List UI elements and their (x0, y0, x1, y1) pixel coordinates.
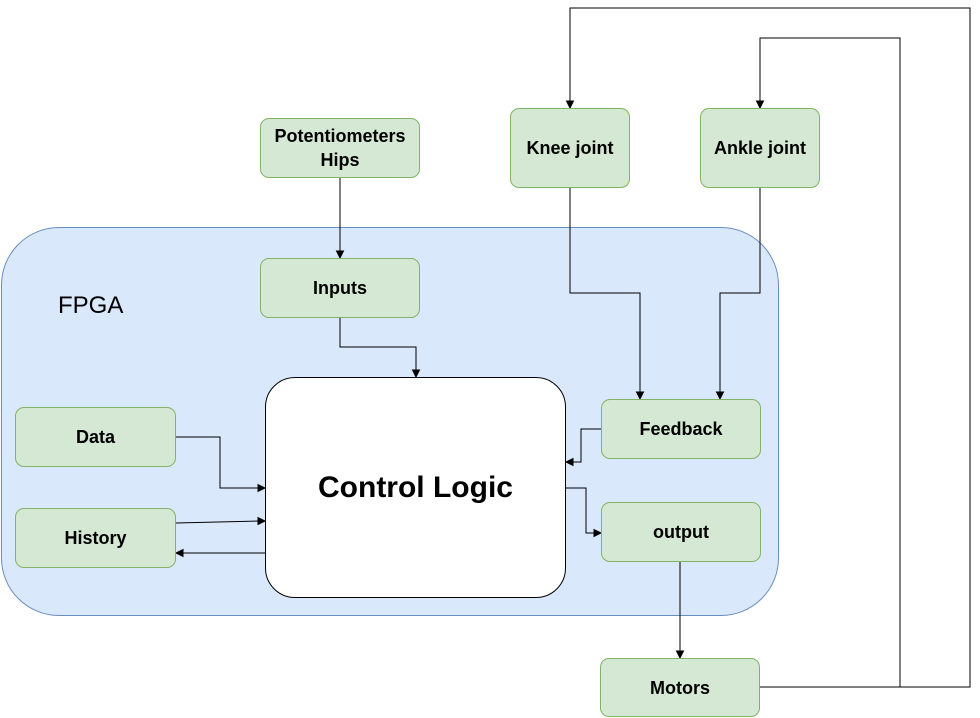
potentiometers-hips-node: Potentiometers Hips (260, 118, 420, 178)
data-label: Data (75, 427, 115, 447)
edge-history-to-control (175, 516, 267, 526)
data-node: Data (15, 407, 176, 467)
hips-label: Hips (320, 150, 360, 170)
feedback-node: Feedback (601, 399, 761, 459)
inputs-node: Inputs (260, 258, 420, 318)
motors-label: Motors (650, 677, 710, 698)
edge-knee-to-feedback (569, 188, 645, 401)
edge-data-to-control (176, 436, 267, 493)
history-node: History (15, 508, 176, 568)
edge-ankle-to-feedback (715, 188, 761, 401)
potentiometers-label: Potentiometers (274, 126, 406, 146)
edge-motors-to-ankle (755, 37, 901, 687)
edge-feedback-to-control (564, 428, 601, 467)
inputs-label: Inputs (313, 278, 367, 298)
output-node: output (601, 502, 761, 562)
feedback-label: Feedback (639, 419, 723, 439)
control-logic-node: Control Logic (265, 377, 566, 598)
edge-output-to-motors (675, 562, 685, 660)
knee-joint-label: Knee joint (526, 138, 614, 158)
ankle-joint-node: Ankle joint (700, 108, 820, 188)
knee-joint-node: Knee joint (510, 108, 630, 188)
edge-control-to-history (174, 548, 265, 558)
edge-control-to-output (566, 487, 603, 538)
history-label: History (64, 528, 127, 548)
edge-potentiometers-to-inputs (335, 178, 345, 260)
control-logic-label: Control Logic (318, 470, 513, 504)
fpga-label: FPGA (58, 292, 124, 319)
ankle-joint-label: Ankle joint (713, 138, 806, 158)
output-label: output (653, 522, 709, 542)
edge-inputs-to-control (339, 318, 421, 379)
motors-node: Motors (600, 658, 760, 717)
